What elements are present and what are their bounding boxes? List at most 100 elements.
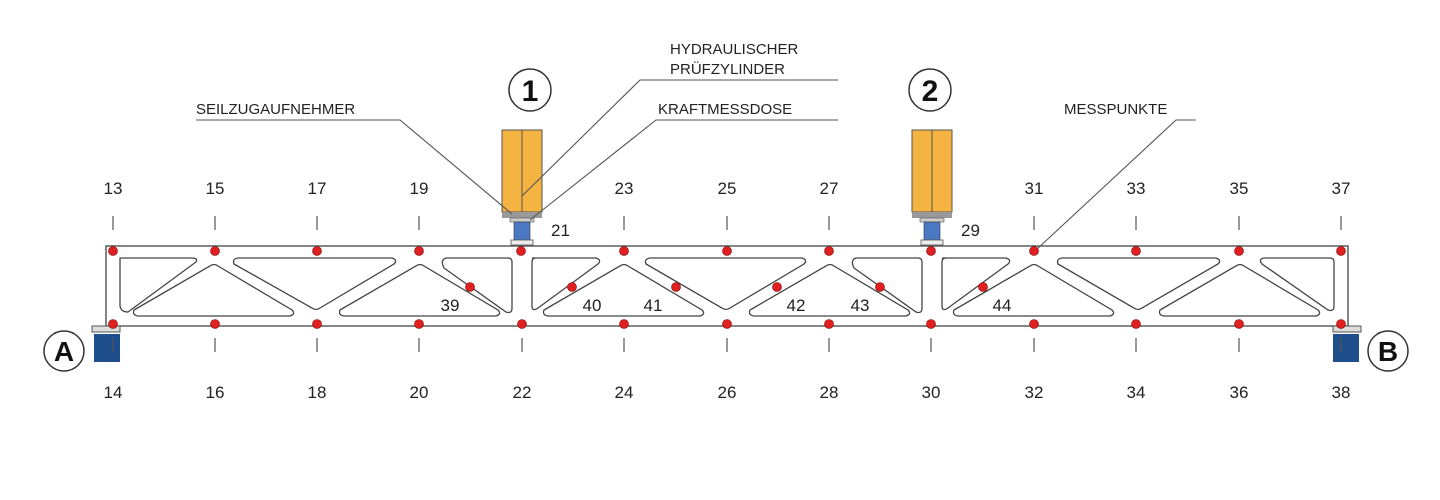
load-assembly-1: 1 21 <box>501 68 570 246</box>
measuring-point <box>619 246 629 256</box>
measuring-point <box>1234 319 1244 329</box>
truss-opening <box>1259 257 1335 312</box>
measuring-point <box>108 246 118 256</box>
diagonal-label: 39 <box>441 296 460 315</box>
diagonal-labels: 39 40 41 42 43 44 <box>441 296 1012 315</box>
load-point-sub-label-2: 29 <box>961 221 980 240</box>
truss-opening <box>441 257 513 314</box>
bottom-station-label: 30 <box>922 383 941 402</box>
measuring-point <box>414 246 424 256</box>
measuring-point <box>517 319 527 329</box>
load-point-label-1: 1 <box>522 75 539 108</box>
annotation-hydraulic-line2: PRÜFZYLINDER <box>670 60 785 78</box>
measuring-point <box>414 319 424 329</box>
measuring-point <box>671 282 681 292</box>
measuring-point <box>722 246 732 256</box>
measuring-point <box>824 319 834 329</box>
support-label-b: B <box>1378 336 1398 367</box>
top-station-label: 13 <box>104 179 123 198</box>
truss-opening <box>132 263 295 317</box>
bottom-station-label: 18 <box>308 383 327 402</box>
truss-opening <box>748 263 911 317</box>
measuring-point <box>926 246 936 256</box>
measuring-points <box>108 246 1346 329</box>
truss-opening <box>531 257 601 311</box>
bottom-station-label: 16 <box>206 383 225 402</box>
truss-opening <box>1056 257 1221 311</box>
top-station-label: 33 <box>1127 179 1146 198</box>
top-station-label: 37 <box>1332 179 1351 198</box>
top-station-label: 25 <box>718 179 737 198</box>
measuring-point <box>210 246 220 256</box>
truss-opening <box>542 263 705 317</box>
diagonal-label: 41 <box>644 296 663 315</box>
bottom-station-label: 22 <box>513 383 532 402</box>
truss-opening <box>1158 263 1321 317</box>
measuring-point <box>875 282 885 292</box>
top-station-label: 23 <box>615 179 634 198</box>
load-point-sub-label-1: 21 <box>551 221 570 240</box>
diagonal-label: 44 <box>993 296 1012 315</box>
measuring-point <box>824 246 834 256</box>
truss-openings <box>119 257 1335 317</box>
truss-opening <box>941 257 1011 311</box>
support-left: A <box>43 325 121 372</box>
truss-opening <box>952 263 1115 317</box>
diagonal-label: 40 <box>583 296 602 315</box>
truss-opening <box>119 257 198 313</box>
measuring-point <box>210 319 220 329</box>
measuring-point <box>1029 246 1039 256</box>
measuring-point <box>567 282 577 292</box>
truss-opening <box>644 257 807 311</box>
support-label-a: A <box>54 336 74 367</box>
load-point-label-2: 2 <box>922 75 939 108</box>
annotations: SEILZUGAUFNEHMER HYDRAULISCHER PRÜFZYLIN… <box>196 41 1167 118</box>
diagonal-label: 43 <box>851 296 870 315</box>
annotation-hydraulic-line1: HYDRAULISCHER <box>670 41 799 58</box>
truss-opening <box>851 257 923 314</box>
bottom-station-label: 32 <box>1025 383 1044 402</box>
top-station-label: 17 <box>308 179 327 198</box>
bottom-station-label: 20 <box>410 383 429 402</box>
measuring-point <box>1029 319 1039 329</box>
bottom-station-labels: 14 16 18 20 22 24 26 28 30 32 34 36 38 <box>104 383 1351 402</box>
measuring-point <box>1131 246 1141 256</box>
measuring-point <box>1336 246 1346 256</box>
measuring-point <box>312 319 322 329</box>
measuring-point <box>465 282 475 292</box>
measuring-point <box>978 282 988 292</box>
station-ticks <box>112 216 1342 352</box>
bottom-station-label: 36 <box>1230 383 1249 402</box>
truss-opening <box>338 263 501 317</box>
measuring-point <box>722 319 732 329</box>
bottom-station-label: 14 <box>104 383 123 402</box>
measuring-point <box>1131 319 1141 329</box>
measuring-point <box>926 319 936 329</box>
bottom-station-label: 28 <box>820 383 839 402</box>
bottom-station-label: 26 <box>718 383 737 402</box>
top-station-label: 35 <box>1230 179 1249 198</box>
top-station-label: 19 <box>410 179 429 198</box>
measuring-point <box>1234 246 1244 256</box>
support-right: B <box>1332 325 1409 372</box>
measuring-point <box>772 282 782 292</box>
top-station-label: 27 <box>820 179 839 198</box>
annotation-measuring-points: MESSPUNKTE <box>1064 101 1167 118</box>
measuring-point <box>516 246 526 256</box>
top-station-label: 31 <box>1025 179 1044 198</box>
top-station-labels: 13 15 17 19 23 25 27 31 33 35 37 <box>104 179 1351 198</box>
annotation-load-cell: KRAFTMESSDOSE <box>658 101 792 118</box>
measuring-point <box>108 319 118 329</box>
bottom-station-label: 38 <box>1332 383 1351 402</box>
load-assembly-2: 2 29 <box>908 68 980 246</box>
top-station-label: 15 <box>206 179 225 198</box>
measuring-point <box>1336 319 1346 329</box>
bottom-station-label: 34 <box>1127 383 1146 402</box>
annotation-leaders <box>196 79 1196 251</box>
measuring-point <box>619 319 629 329</box>
diagonal-label: 42 <box>787 296 806 315</box>
truss-opening <box>232 257 397 311</box>
bottom-station-label: 24 <box>615 383 634 402</box>
annotation-cable-sensor: SEILZUGAUFNEHMER <box>196 101 355 118</box>
